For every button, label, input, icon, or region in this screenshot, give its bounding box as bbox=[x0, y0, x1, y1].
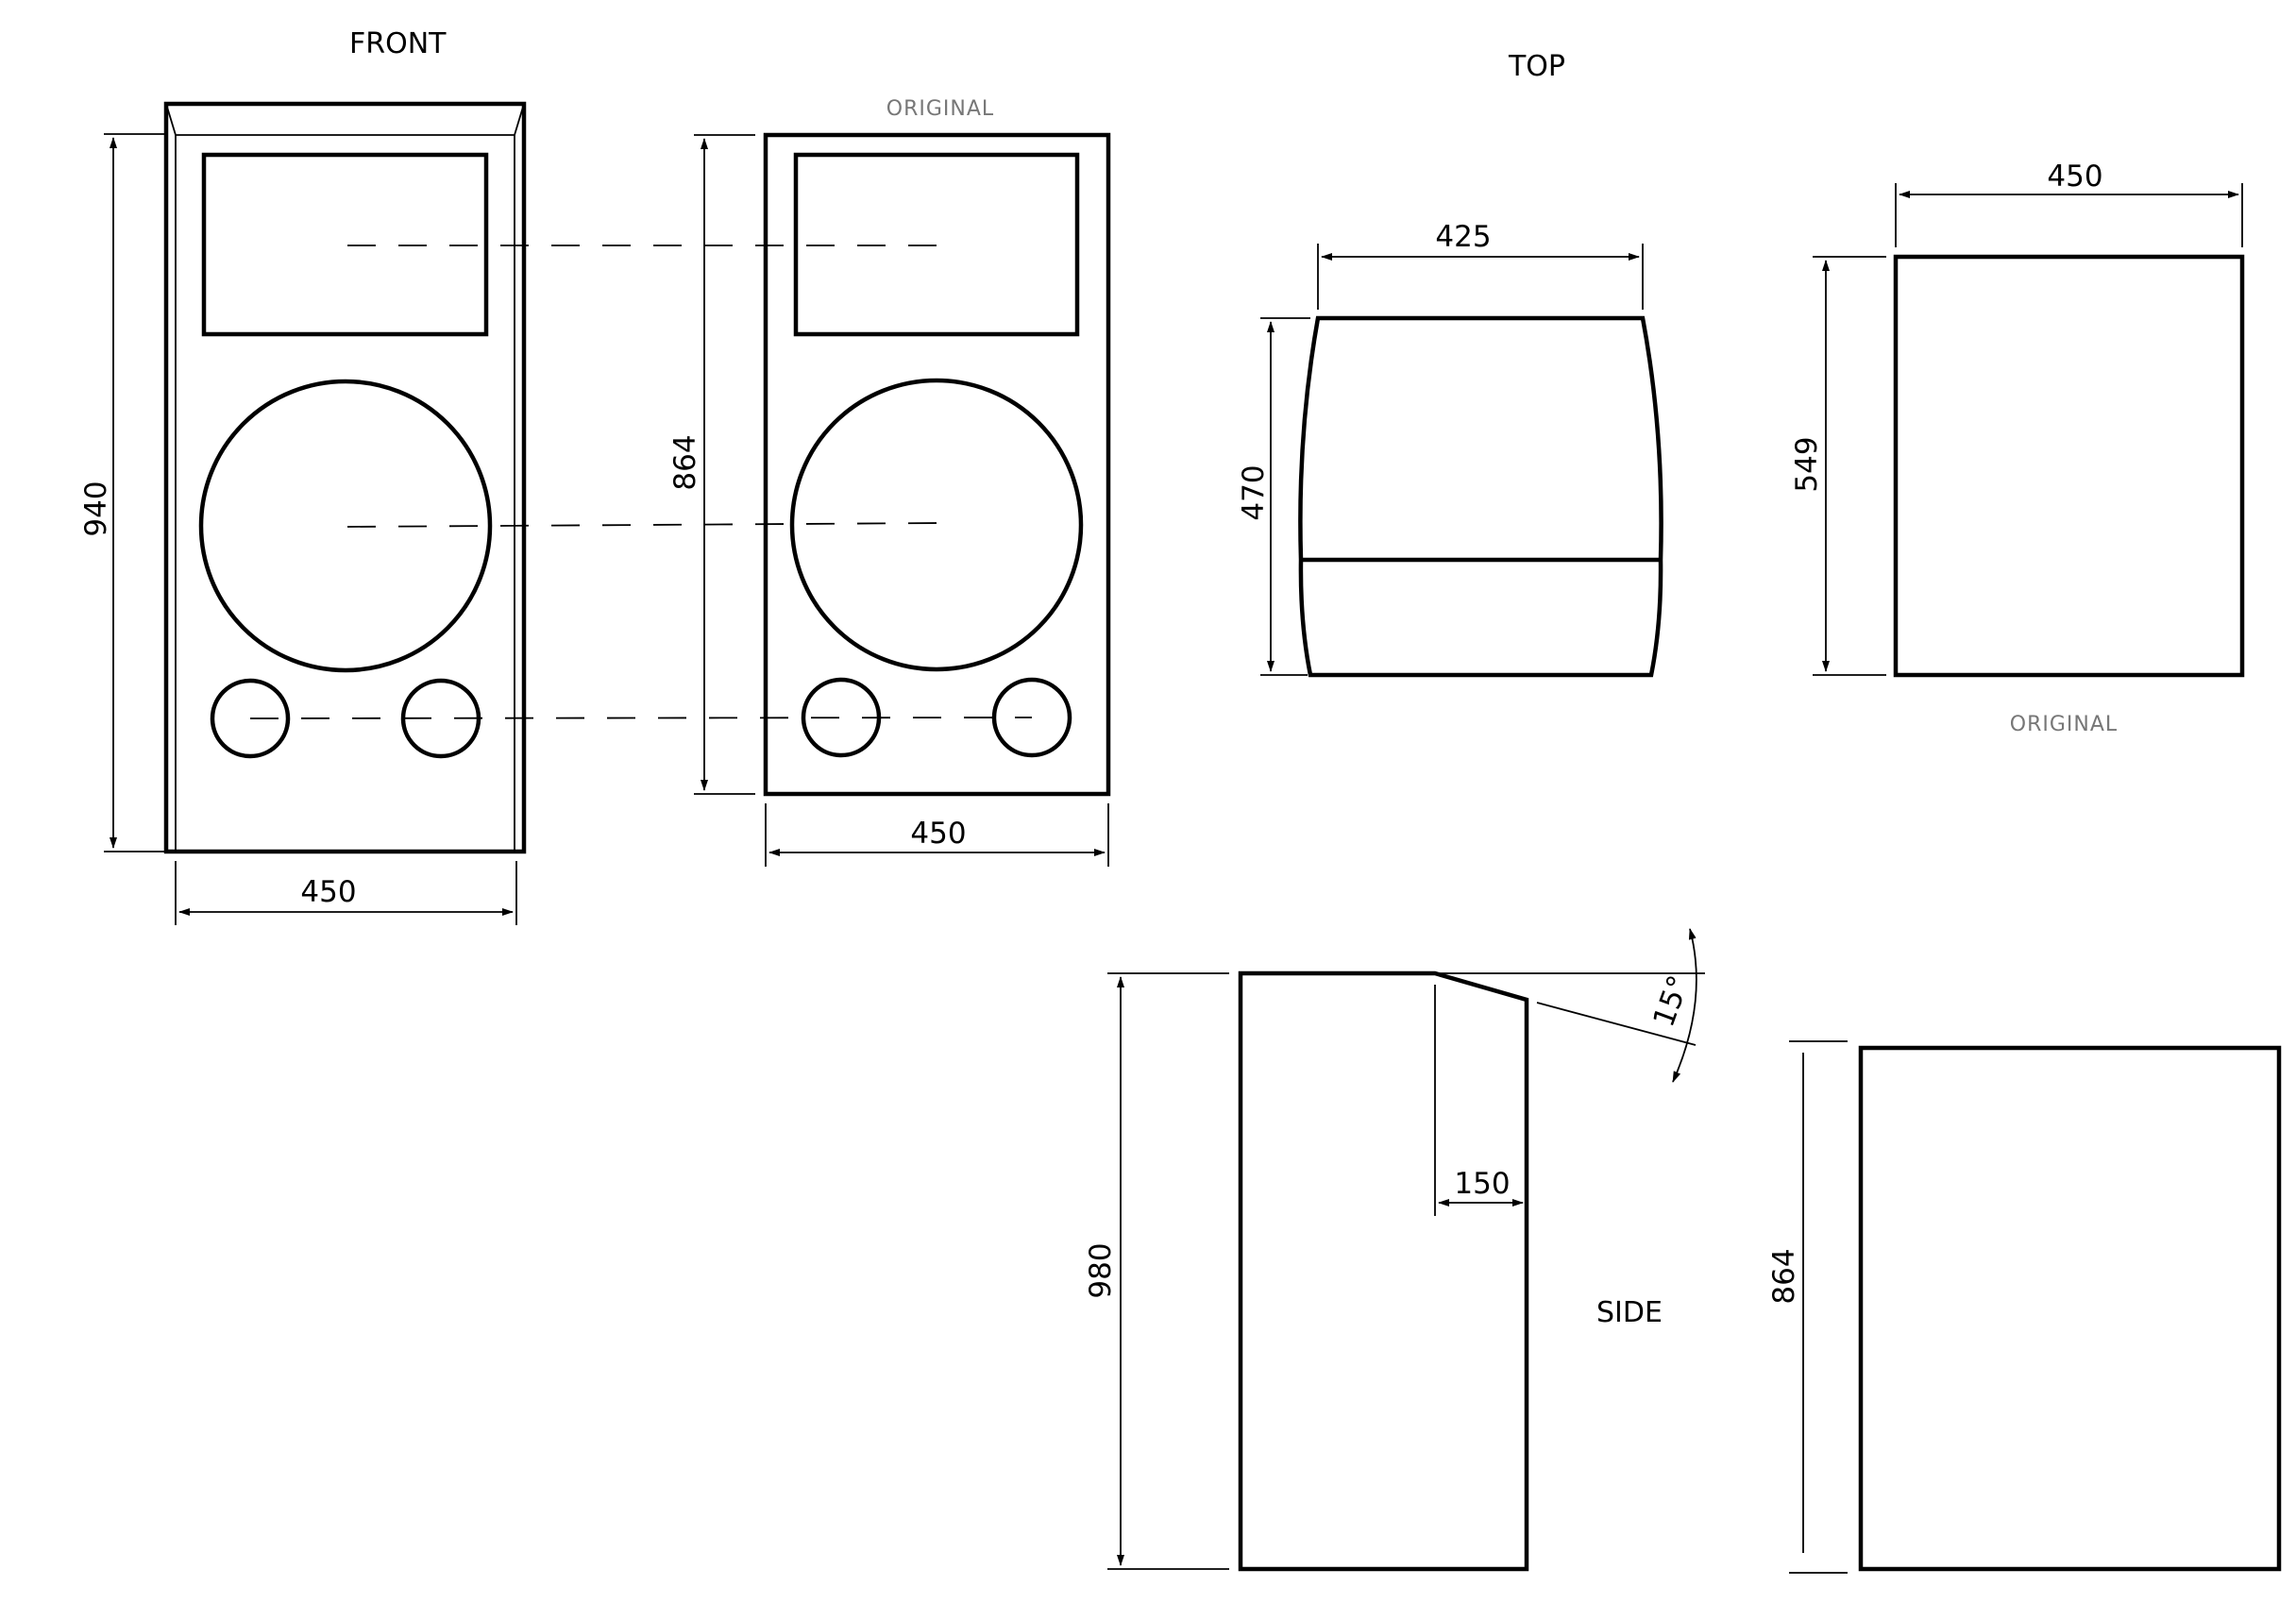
front-orig-display bbox=[793, 152, 1080, 337]
top-new-depth-value: 470 bbox=[1237, 464, 1271, 520]
front-alignment-lines bbox=[249, 245, 1033, 719]
top-orig-depth-value: 549 bbox=[1790, 436, 1824, 492]
front-orig-port-right bbox=[991, 677, 1072, 758]
front-new-cabinet bbox=[163, 101, 527, 854]
side-angle-sloped bbox=[1536, 1002, 1697, 1046]
front-label: FRONT bbox=[349, 27, 447, 60]
top-new-outline bbox=[1298, 315, 1663, 678]
align-ports-line bbox=[249, 717, 1033, 719]
side-view-original: 864 bbox=[1767, 1040, 2282, 1574]
side-orig-outline bbox=[1858, 1045, 2282, 1572]
align-woofer-line bbox=[346, 522, 945, 528]
front-new-woofer bbox=[198, 379, 493, 673]
top-new-width-value: 425 bbox=[1435, 220, 1491, 254]
front-new-height-value: 940 bbox=[79, 481, 113, 536]
side-view-new: 15° 150 980 SIDE bbox=[1084, 928, 1705, 1572]
top-view-new: TOP 425 470 bbox=[1237, 50, 1663, 678]
front-new-display bbox=[201, 152, 489, 337]
top-original-label: ORIGINAL bbox=[2010, 713, 2118, 736]
top-orig-outline bbox=[1893, 254, 2245, 678]
front-view-new: FRONT 940 450 bbox=[79, 27, 527, 925]
side-new-height-value: 980 bbox=[1084, 1242, 1118, 1298]
front-view-original: ORIGINAL 864 450 bbox=[668, 97, 1111, 867]
front-original-label: ORIGINAL bbox=[886, 97, 994, 121]
side-new-outline bbox=[1238, 970, 1529, 1572]
side-angle-value: 15° bbox=[1646, 971, 1697, 1032]
side-orig-height-value: 864 bbox=[1767, 1248, 1801, 1304]
front-orig-width-value: 450 bbox=[910, 817, 966, 851]
front-new-width-value: 450 bbox=[300, 875, 356, 909]
front-orig-woofer bbox=[789, 378, 1084, 672]
front-orig-height-value: 864 bbox=[668, 434, 702, 490]
side-angle-arc bbox=[1672, 928, 1697, 1083]
side-offset-value: 150 bbox=[1454, 1167, 1510, 1201]
top-orig-width-value: 450 bbox=[2047, 160, 2102, 194]
side-label: SIDE bbox=[1596, 1296, 1663, 1329]
top-label: TOP bbox=[1508, 50, 1565, 83]
top-view-original: ORIGINAL 450 549 bbox=[1790, 160, 2245, 736]
front-new-port-left bbox=[210, 678, 291, 759]
front-orig-cabinet bbox=[763, 132, 1111, 797]
